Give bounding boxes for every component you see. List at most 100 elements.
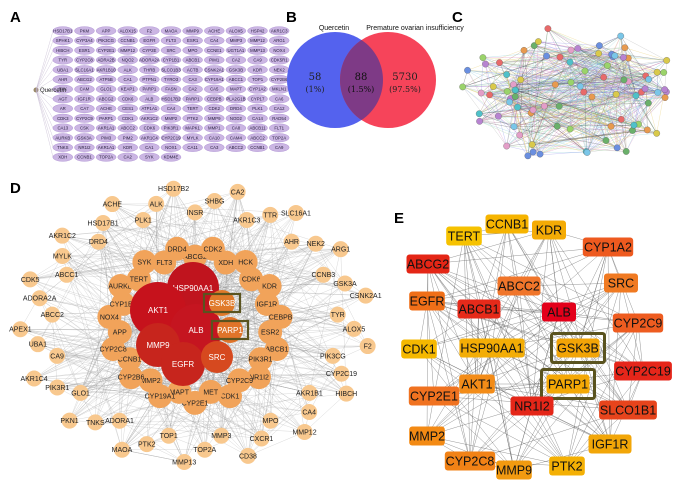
panel-a-edge xyxy=(35,40,54,91)
ppi-node xyxy=(588,93,596,101)
panel-d-node xyxy=(111,412,128,429)
panel-d-edge xyxy=(260,359,347,394)
ppi-node xyxy=(530,42,538,49)
panel-c-letter: C xyxy=(452,9,463,26)
gene-ellipse xyxy=(204,36,225,46)
gene-label: CA2 xyxy=(124,155,133,160)
panel-d-node-label: ABCC1 xyxy=(55,272,78,279)
gene-ellipse xyxy=(95,142,117,152)
panel-d-node xyxy=(206,192,223,209)
panel-d-node-label: ARG1 xyxy=(331,247,350,254)
gene-label: TYR xyxy=(59,58,68,63)
gene-label: GSK3B xyxy=(229,67,243,72)
panel-e-edge xyxy=(531,229,550,407)
ppi-edge xyxy=(493,56,561,87)
gene-ellipse xyxy=(139,104,160,114)
gene-ellipse xyxy=(139,152,160,162)
gene-label: AKR1C3 xyxy=(271,28,288,33)
panel-e-edge xyxy=(478,308,611,445)
panel-e-node-label: ALB xyxy=(547,306,571,320)
gene-label: MMP9 xyxy=(208,116,221,121)
gene-label: AURKB xyxy=(55,135,70,140)
gene-ellipse xyxy=(160,94,182,104)
panel-a-edge xyxy=(35,79,54,91)
panel-e-node-label: EGFR xyxy=(410,295,445,309)
panel-d-node xyxy=(165,236,190,261)
gene-ellipse xyxy=(74,45,95,55)
panel-e-edge xyxy=(418,282,622,350)
gene-label: ALOX15 xyxy=(120,28,137,33)
gene-ellipse xyxy=(182,94,203,104)
gene-label: MAPT xyxy=(230,87,242,92)
panel-e-node xyxy=(546,374,590,394)
ppi-edge xyxy=(517,55,615,108)
ppi-edge xyxy=(534,45,649,80)
ppi-edge xyxy=(485,63,636,96)
panel-d-node-label: CA4 xyxy=(302,409,316,416)
gene-ellipse xyxy=(247,113,268,123)
gene-label: UBA1 xyxy=(57,67,69,72)
gene-label: CA10 xyxy=(209,135,220,140)
panel-e-edge xyxy=(469,285,520,462)
ppi-edge xyxy=(515,96,607,141)
gene-ellipse xyxy=(95,45,117,55)
ppi-edge xyxy=(523,50,636,96)
ppi-edge xyxy=(531,49,572,145)
panel-d-node-label: NEK2 xyxy=(307,241,325,248)
panel-e-edge xyxy=(427,263,644,372)
panel-d-node xyxy=(248,347,273,372)
gene-ellipse xyxy=(160,142,182,152)
panel-d-node-label: TNKS xyxy=(86,420,105,427)
panel-d-node-label: CYP2C8 xyxy=(99,347,126,354)
gene-label: ABCC2 xyxy=(121,126,136,131)
gene-label: CYP2C19 xyxy=(161,135,181,140)
ppi-edge xyxy=(519,45,600,136)
panel-d-node-label: NOX4 xyxy=(100,314,119,321)
panel-d-edge xyxy=(309,328,355,413)
panel-e-node-label: ABCB1 xyxy=(459,303,500,317)
gene-label: KDR xyxy=(123,145,132,150)
ppi-node xyxy=(551,81,559,88)
ppi-node xyxy=(574,45,582,52)
ppi-edge xyxy=(479,121,520,136)
panel-a-edge xyxy=(35,88,54,91)
ppi-node xyxy=(576,82,584,90)
panel-d-edge xyxy=(121,449,185,463)
gene-label: FLT1 xyxy=(274,126,284,131)
gene-label: AKR1B10 xyxy=(97,67,116,72)
ppi-node xyxy=(475,110,483,118)
panel-d-node xyxy=(336,275,353,292)
gene-ellipse xyxy=(247,65,268,75)
panel-d-node-label: MMP2 xyxy=(140,378,160,385)
panel-d-edge xyxy=(62,212,296,236)
ppi-node xyxy=(503,88,511,95)
gene-ellipse xyxy=(139,65,160,75)
panel-d-node xyxy=(315,266,332,283)
panel-d-node-label: SHBG xyxy=(205,198,225,205)
panel-d-node xyxy=(301,384,318,401)
gene-ellipse xyxy=(268,45,290,55)
gene-label: CYP2B6 xyxy=(271,77,288,82)
panel-d-node-label: APEX1 xyxy=(9,327,32,334)
gene-label: CYP3A4 xyxy=(76,38,93,43)
panel-d-node xyxy=(31,290,48,307)
gene-label: PARP1 xyxy=(142,87,156,92)
gene-ellipse xyxy=(74,65,95,75)
panel-a-edge xyxy=(35,59,54,91)
ppi-edge xyxy=(519,91,642,136)
gene-label: KDR xyxy=(253,67,262,72)
gene-ellipse xyxy=(52,74,74,84)
venn-overlap-region xyxy=(339,39,383,121)
panel-e-edge xyxy=(427,263,478,385)
panel-e-node xyxy=(408,386,460,406)
ppi-edge xyxy=(517,107,541,155)
ppi-node xyxy=(620,54,627,61)
panel-d-node-label: CDK1 xyxy=(221,394,240,401)
gene-label: CDK6 xyxy=(122,96,134,101)
panel-e-node-label: PTK2 xyxy=(551,460,582,474)
panel-a-edge xyxy=(35,30,54,91)
gene-label: CA3 xyxy=(210,145,219,150)
ppi-edge xyxy=(546,55,607,141)
gene-ellipse xyxy=(182,84,203,94)
